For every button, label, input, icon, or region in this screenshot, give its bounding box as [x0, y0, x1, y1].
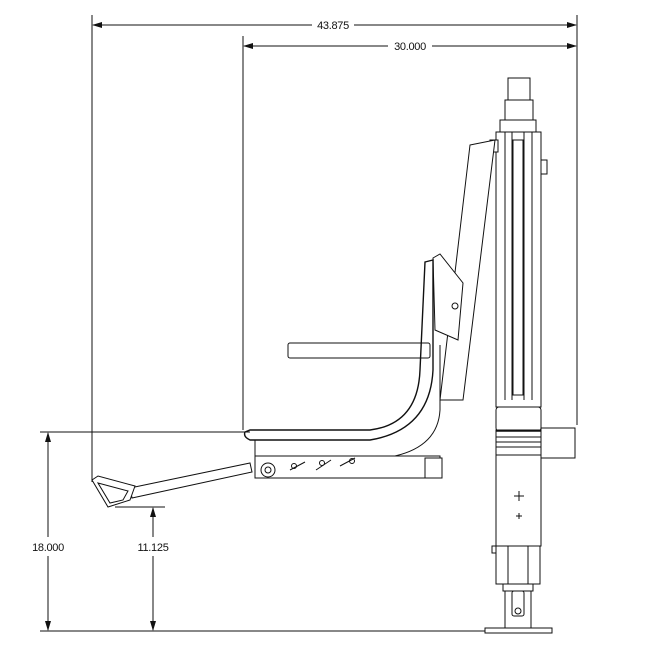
dimension-label-overall-width: 43.875: [317, 20, 349, 32]
dimension-label-seat-to-mast: 30.000: [394, 41, 426, 53]
footrest: [91, 462, 253, 508]
dimension-label-footrest-height: 11.125: [137, 542, 168, 554]
seat-assembly: [243, 139, 496, 479]
actuator-housing: [484, 406, 576, 634]
dimension-label-seat-height: 18.000: [32, 542, 64, 554]
dimension-footrest-height: 11.125: [137, 507, 169, 631]
lift-mast: [489, 77, 548, 408]
dimension-seat-height: 18.000: [32, 432, 64, 631]
dimension-overall-width: 43.875: [92, 20, 577, 32]
extension-lines: [40, 15, 578, 632]
dimension-seat-to-mast: 30.000: [243, 41, 577, 53]
